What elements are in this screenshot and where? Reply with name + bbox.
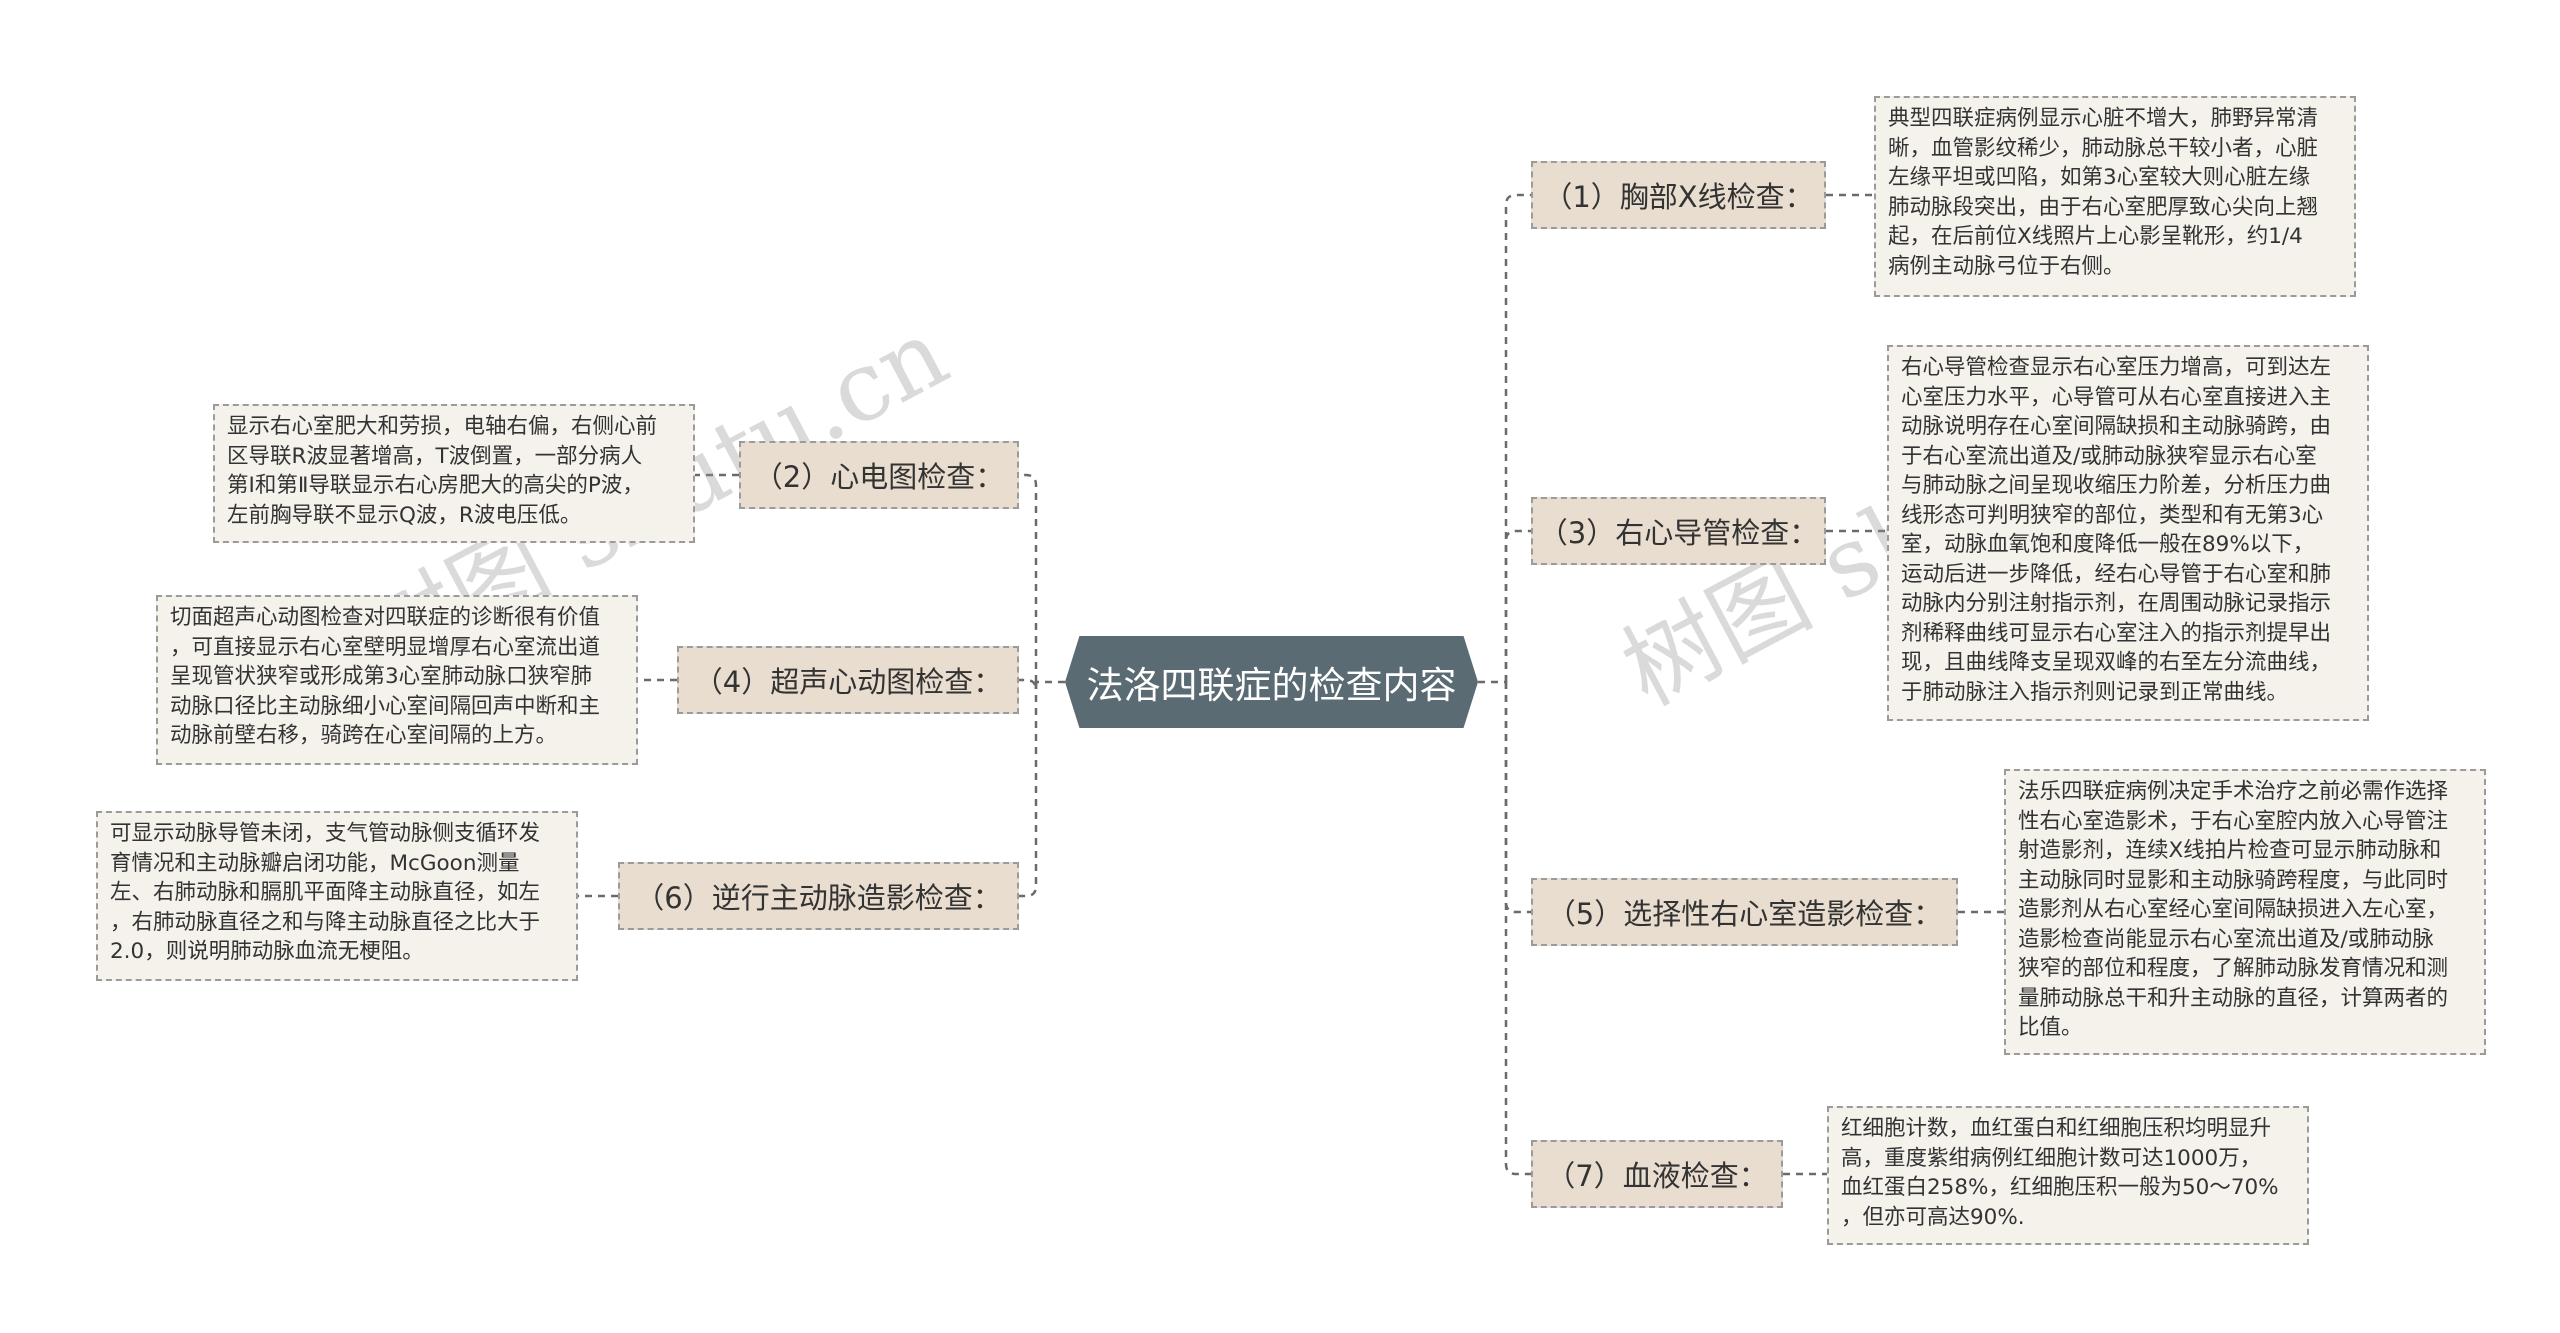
branch-connector [1504,682,1531,1176]
detail-line: 于右心室流出道及/或肺动脉狭窄显示右心室 [1901,443,2317,469]
detail-line: 2.0，则说明肺动脉血流无梗阻。 [110,939,424,964]
branch-label: （7）血液检查： [1546,1159,1768,1193]
detail-selective-ventriculography: 法乐四联症病例决定手术治疗之前必需作选择 性右心室造影术，于右心室腔内放入心导管… [2004,769,2486,1055]
detail-chest-xray: 典型四联症病例显示心脏不增大，肺野异常清 晰，血管影纹稀少，肺动脉总干较小者，心… [1874,96,2356,297]
detail-line: 起，在后前位X线照片上心影呈靴形，约1/4 [1888,224,2303,249]
branch-chest-xray[interactable]: （1）胸部X线检查： [1531,161,1826,229]
detail-line: ，右肺动脉直径之和与降主动脉直径之比大于 [110,909,541,935]
branch-label: （3）右心导管检查： [1538,516,1819,550]
detail-line: 可显示动脉导管未闭，支气管动脉侧支循环发 [110,821,541,846]
detail-line: 狭窄的部位和程度，了解肺动脉发育情况和测 [2018,956,2449,981]
detail-line: 左缘平坦或凹陷，如第3心室较大则心脏左缘 [1888,165,2311,190]
branch-label: （2）心电图检查： [753,460,1005,494]
detail-line: ，但亦可高达90%. [1841,1204,2025,1230]
detail-line: 性右心室造影术，于右心室腔内放入心导管注 [2018,808,2449,834]
detail-line: 病例主动脉弓位于右侧。 [1888,253,2125,279]
detail-line: 线形态可判明狭窄的部位，类型和有无第3心 [1901,502,2324,528]
detail-line: 典型四联症病例显示心脏不增大，肺野异常清 [1888,106,2319,131]
detail-line: 与肺动脉之间呈现收缩压力阶差，分析压力曲 [1901,473,2332,498]
detail-line: 血红蛋白258%，红细胞压积一般为50～70% [1841,1175,2279,1200]
detail-line: 第Ⅰ和第Ⅱ导联显示右心房肥大的高尖的P波， [227,473,644,498]
branch-selective-ventriculography[interactable]: （5）选择性右心室造影检查： [1531,878,1958,946]
detail-retrograde-aortography: 可显示动脉导管未闭，支气管动脉侧支循环发 育情况和主动脉瓣启闭功能，McGoon… [96,811,578,981]
branch-connector [1504,682,1531,914]
detail-line: 现，且曲线降支呈现双峰的右至左分流曲线， [1901,650,2332,675]
branch-connector [1504,529,1531,682]
detail-line: 射造影剂，连续X线拍片检查可显示肺动脉和 [2018,838,2442,863]
detail-line: 晰，血管影纹稀少，肺动脉总干较小者，心脏 [1888,135,2319,161]
detail-line: 区导联R波显著增高，T波倒置，一部分病人 [227,443,643,469]
branch-label: （5）选择性右心室造影检查： [1546,897,1943,931]
detail-line: 比值。 [2018,1015,2083,1040]
root-topic-label: 法洛四联症的检查内容 [1086,664,1457,707]
detail-line: 动脉内分别注射指示剂，在周围动脉记录指示 [1901,591,2332,616]
detail-line: 造影检查尚能显示右心室流出道及/或肺动脉 [2018,926,2434,952]
detail-line: 肺动脉段突出，由于右心室肥厚致心尖向上翘 [1888,194,2319,220]
detail-echocardiography: 切面超声心动图检查对四联症的诊断很有价值 ，可直接显示右心室壁明显增厚右心室流出… [156,595,638,765]
branch-echocardiography[interactable]: （4）超声心动图检查： [677,646,1019,714]
detail-line: 动脉口径比主动脉细小心室间隔回声中断和主 [170,693,601,719]
detail-line: 造影剂从右心室经心室间隔缺损进入左心室， [2018,897,2449,922]
detail-line: 剂稀释曲线可显示右心室注入的指示剂提早出 [1901,620,2332,646]
detail-line: 运动后进一步降低，经右心导管于右心室和肺 [1901,561,2332,587]
detail-line: 量肺动脉总干和升主动脉的直径，计算两者的 [2018,985,2449,1011]
detail-ecg: 显示右心室肥大和劳损，电轴右偏，右侧心前 区导联R波显著增高，T波倒置，一部分病… [213,404,695,543]
detail-line: ，可直接显示右心室壁明显增厚右心室流出道 [170,634,601,660]
detail-line: 动脉前壁右移，骑跨在心室间隔的上方。 [170,723,558,748]
branch-connector [1019,473,1038,682]
branch-label: （4）超声心动图检查： [693,665,1003,699]
detail-line: 动脉说明存在心室间隔缺损和主动脉骑跨，由 [1901,414,2332,439]
detail-line: 左前胸导联不显示Q波，R波电压低。 [227,502,582,528]
branch-ecg[interactable]: （2）心电图检查： [739,441,1019,509]
branch-blood-test[interactable]: （7）血液检查： [1531,1140,1783,1208]
detail-line: 法乐四联症病例决定手术治疗之前必需作选择 [2018,779,2449,804]
branch-retrograde-aortography[interactable]: （6）逆行主动脉造影检查： [618,862,1019,930]
detail-line: 育情况和主动脉瓣启闭功能，McGoon测量 [110,850,520,876]
detail-line: 右心导管检查显示右心室压力增高，可到达左 [1901,355,2332,380]
branch-connector [1019,682,1038,898]
detail-line: 左、右肺动脉和膈肌平面降主动脉直径，如左 [110,880,541,905]
detail-line: 主动脉同时显影和主动脉骑跨程度，与此同时 [2018,867,2449,893]
branch-connector [1504,193,1531,682]
detail-line: 高，重度紫绀病例红细胞计数可达1000万， [1841,1145,2262,1171]
branch-right-heart-catheter[interactable]: （3）右心导管检查： [1531,497,1826,565]
detail-line: 切面超声心动图检查对四联症的诊断很有价值 [170,605,601,630]
detail-line: 红细胞计数，血红蛋白和红细胞压积均明显升 [1841,1116,2272,1141]
detail-line: 呈现管状狭窄或形成第3心室肺动脉口狭窄肺 [170,664,593,689]
detail-right-heart-catheter: 右心导管检查显示右心室压力增高，可到达左 心室压力水平，心导管可从右心室直接进入… [1887,345,2369,721]
detail-line: 心室压力水平，心导管可从右心室直接进入主 [1901,384,2332,410]
branch-label: （1）胸部X线检查： [1543,180,1814,214]
detail-line: 显示右心室肥大和劳损，电轴右偏，右侧心前 [227,414,658,439]
detail-line: 室，动脉血氧饱和度降低一般在89%以下， [1901,532,2315,557]
detail-line: 于肺动脉注入指示剂则记录到正常曲线。 [1901,679,2289,705]
branch-label: （6）逆行主动脉造影检查： [635,881,1002,915]
root-topic[interactable]: 法洛四联症的检查内容 [1065,636,1478,728]
branch-connector [1019,678,1038,691]
detail-blood-test: 红细胞计数，血红蛋白和红细胞压积均明显升 高，重度紫绀病例红细胞计数可达1000… [1827,1106,2309,1245]
